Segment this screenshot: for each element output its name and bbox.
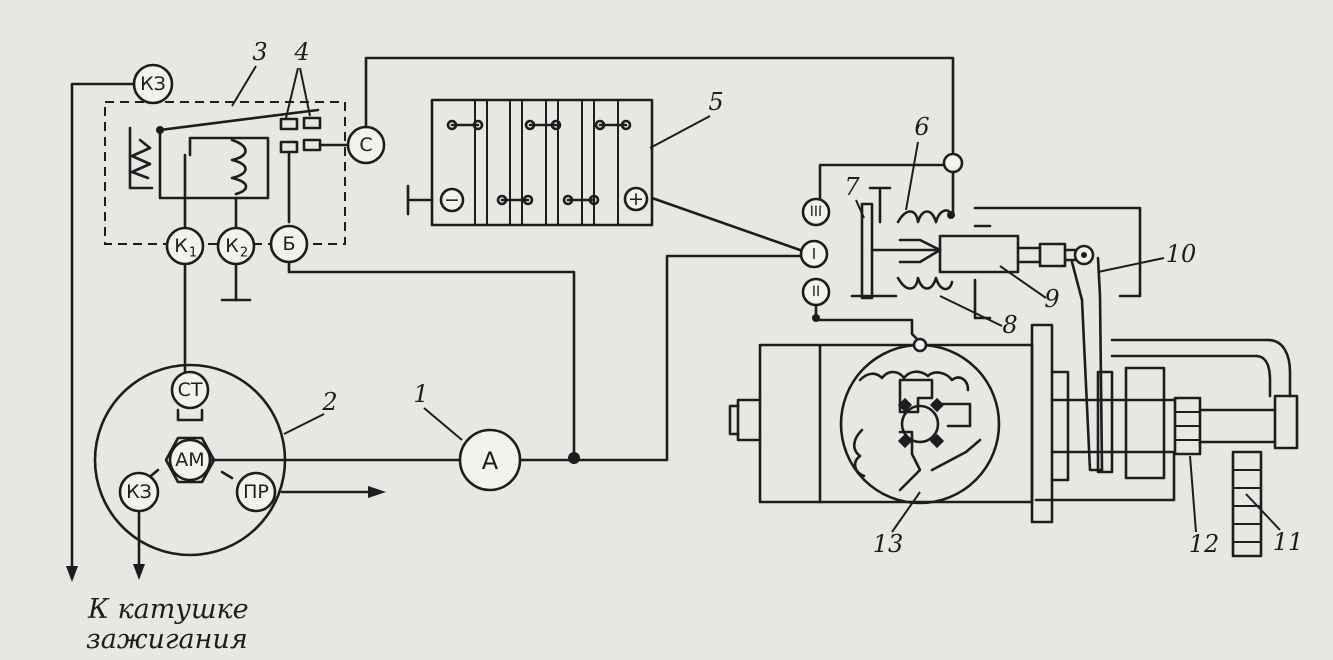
switch-terminal-am: АМ [168, 438, 212, 482]
callout-number: 9 [1044, 285, 1059, 313]
solenoid-contact-disc [860, 202, 874, 300]
battery-terminal-negative: − [439, 187, 465, 213]
battery-case [430, 98, 654, 227]
svg-text:I: I [812, 245, 816, 263]
svg-text:Б: Б [282, 233, 295, 255]
ammeter: А [458, 428, 522, 492]
relay-armature [158, 108, 320, 132]
callout-number: 11 [1273, 528, 1304, 556]
starter-terminal-ii: II [801, 277, 831, 307]
starter-solenoid: III I II [799, 152, 1142, 346]
starter-motor [728, 244, 1299, 558]
arrow-down-icon [66, 566, 78, 582]
callout-number: 4 [293, 38, 309, 66]
wiring [66, 56, 955, 582]
switch-terminal-pr: ПР [235, 471, 277, 513]
svg-text:КЗ: КЗ [126, 481, 152, 503]
svg-text:III: III [810, 204, 822, 220]
ignition-switch: СТ АМ КЗ ПР [93, 363, 287, 557]
relay-coil [230, 138, 248, 196]
junction-dot [568, 452, 580, 464]
relay-contact-moving [279, 117, 299, 131]
relay-terminal-k1: К 1 [165, 226, 205, 266]
ignition-coil-caption: К катушке зажигания [86, 594, 249, 655]
callout-number: 6 [914, 113, 929, 141]
svg-text:АМ: АМ [175, 449, 204, 471]
field-winding-left [852, 428, 866, 478]
caption-line-1: К катушке [87, 594, 249, 625]
svg-text:+: + [628, 188, 644, 210]
armature [900, 404, 940, 444]
drive-lever [1070, 256, 1104, 472]
switch-terminal-st: СТ [170, 370, 210, 410]
svg-text:1: 1 [189, 246, 197, 261]
callout-number: 1 [413, 380, 428, 408]
callout-number: 5 [708, 88, 723, 116]
relay-terminal-c: С [346, 125, 386, 165]
relay-housing-outline [104, 101, 346, 245]
battery-terminal-positive: + [623, 186, 649, 212]
switch-terminal-kz: КЗ [118, 471, 160, 513]
svg-text:−: − [444, 189, 460, 211]
field-winding-top [858, 370, 970, 392]
starter-stator [839, 343, 1001, 505]
starter-housing [758, 343, 1034, 504]
solenoid-top-terminal [942, 152, 964, 174]
wire-to-ignition-coil [70, 82, 136, 574]
relay-contact-fixed [279, 140, 299, 154]
callout-number: 13 [873, 530, 904, 558]
svg-text:К: К [174, 235, 188, 257]
starter-terminal-i: I [799, 239, 829, 269]
svg-text:2: 2 [240, 246, 248, 261]
starter-terminal-iii: III [801, 197, 831, 227]
arrow-right-icon [368, 486, 386, 498]
svg-text:КЗ: КЗ [140, 73, 166, 95]
svg-text:СТ: СТ [178, 379, 203, 401]
svg-text:К: К [225, 235, 239, 257]
ignition-switch-body [93, 363, 287, 557]
battery: − + [406, 98, 654, 227]
flywheel-ring-gear [1231, 450, 1263, 558]
callout-number: 3 [252, 38, 267, 66]
callout-number: 10 [1166, 240, 1197, 268]
solenoid-coil-upper [896, 209, 953, 224]
svg-text:ПР: ПР [243, 481, 269, 503]
starter-relay: КЗ С К 1 К 2 Б [104, 63, 386, 302]
relay-terminal-b: Б [269, 224, 309, 264]
solenoid-coil-lower [896, 276, 954, 291]
overrunning-clutch [1124, 366, 1166, 480]
callout-number: 8 [1002, 311, 1017, 339]
relay-terminal-kz: КЗ [132, 63, 174, 105]
battery-cell-links [446, 119, 632, 206]
svg-text:С: С [359, 134, 372, 156]
arrow-down-icon [133, 564, 145, 580]
caption-line-2: зажигания [86, 624, 248, 655]
callout-number: 2 [321, 388, 337, 416]
svg-text:А: А [482, 447, 499, 475]
solenoid-plunger [938, 234, 1020, 274]
callout-number: 12 [1189, 530, 1220, 558]
svg-text:II: II [812, 284, 820, 300]
callouts: 1 2 3 4 5 6 7 8 9 10 11 12 13 [231, 38, 1304, 558]
relay-terminal-k2: К 2 [216, 226, 256, 266]
callout-number: 7 [844, 173, 860, 201]
